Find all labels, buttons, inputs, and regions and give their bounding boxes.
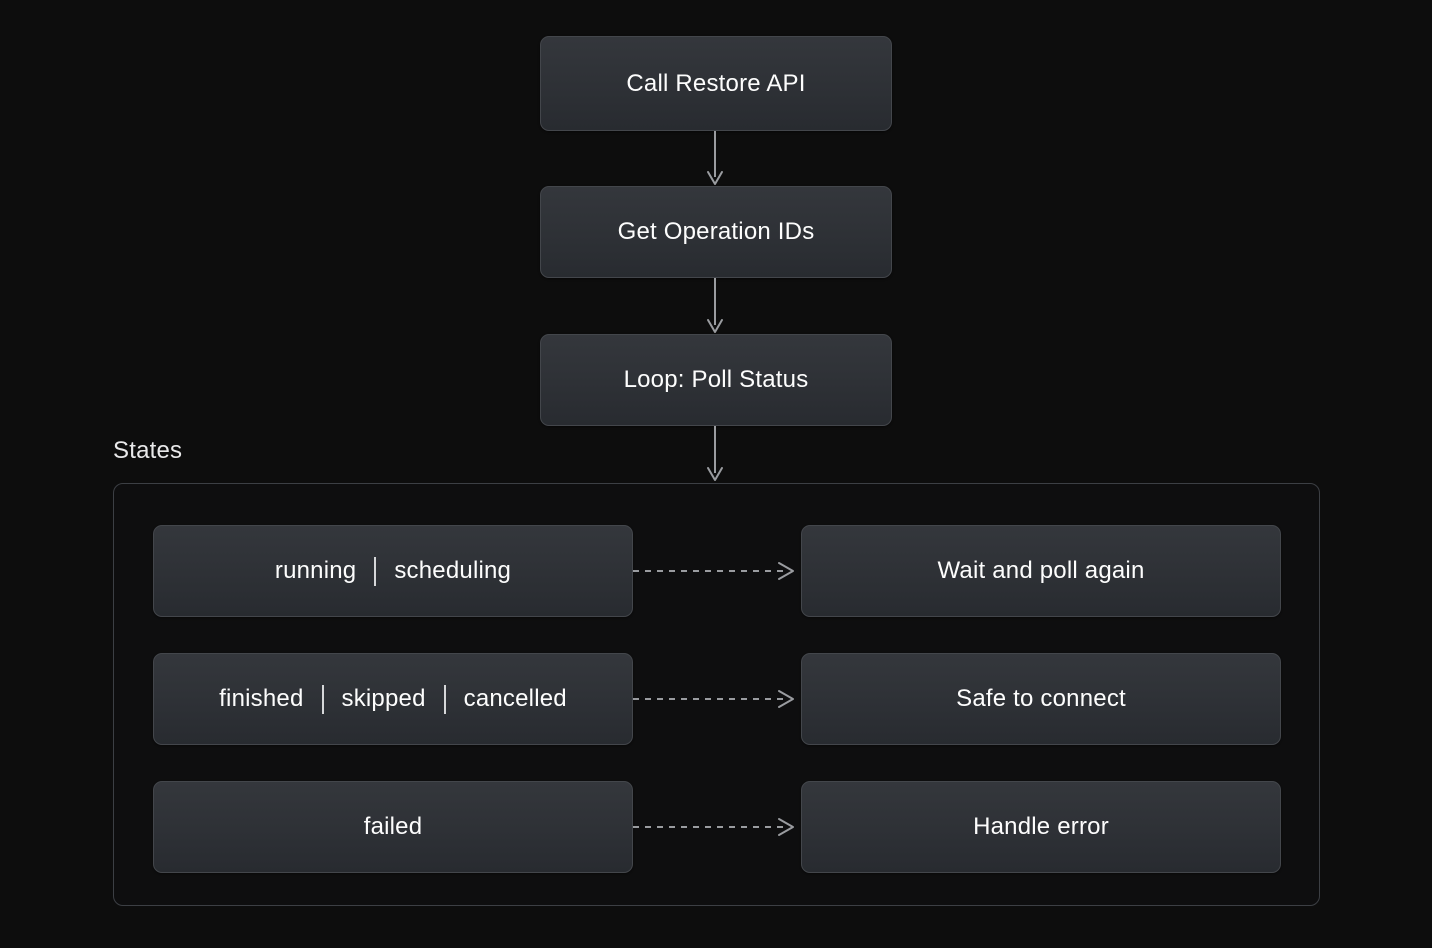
node-label: Handle error <box>973 813 1109 840</box>
node-label: Safe to connect <box>956 685 1126 712</box>
state-row: finished skipped cancelled Safe to conne… <box>114 653 1321 745</box>
edge-call-restore-api-to-get-operation-ids <box>703 131 727 187</box>
node-state-failed[interactable]: failed <box>153 781 633 873</box>
state-row: running scheduling Wait and poll again <box>114 525 1321 617</box>
edge-failed-to-handle-error <box>633 812 801 842</box>
edge-get-operation-ids-to-loop-poll-status <box>703 278 727 335</box>
node-call-restore-api[interactable]: Call Restore API <box>540 36 892 131</box>
state-divider <box>321 684 324 714</box>
state-divider <box>374 556 377 586</box>
state-part: running <box>274 557 357 584</box>
node-state-finished-skipped-cancelled[interactable]: finished skipped cancelled <box>153 653 633 745</box>
state-divider <box>443 684 446 714</box>
node-action-safe-to-connect[interactable]: Safe to connect <box>801 653 1281 745</box>
node-action-handle-error[interactable]: Handle error <box>801 781 1281 873</box>
states-subgraph-title: States <box>113 437 183 464</box>
state-part: scheduling <box>394 557 512 584</box>
states-subgraph-container: running scheduling Wait and poll again f… <box>113 483 1320 906</box>
node-label: Get Operation IDs <box>617 218 815 245</box>
node-state-running-scheduling[interactable]: running scheduling <box>153 525 633 617</box>
node-label: Call Restore API <box>626 69 806 97</box>
state-row: failed Handle error <box>114 781 1321 873</box>
node-get-operation-ids[interactable]: Get Operation IDs <box>540 186 892 278</box>
node-action-wait-and-poll-again[interactable]: Wait and poll again <box>801 525 1281 617</box>
state-part: failed <box>363 813 423 840</box>
node-label: Loop: Poll Status <box>623 366 809 393</box>
edge-running-scheduling-to-wait-and-poll-again <box>633 556 801 586</box>
edge-finished-skipped-cancelled-to-safe-to-connect <box>633 684 801 714</box>
state-part: finished <box>219 685 304 712</box>
state-part: skipped <box>341 685 426 712</box>
node-label: Wait and poll again <box>937 557 1145 584</box>
edge-loop-poll-status-to-states <box>703 426 727 483</box>
node-loop-poll-status[interactable]: Loop: Poll Status <box>540 334 892 426</box>
state-part: cancelled <box>463 685 567 712</box>
